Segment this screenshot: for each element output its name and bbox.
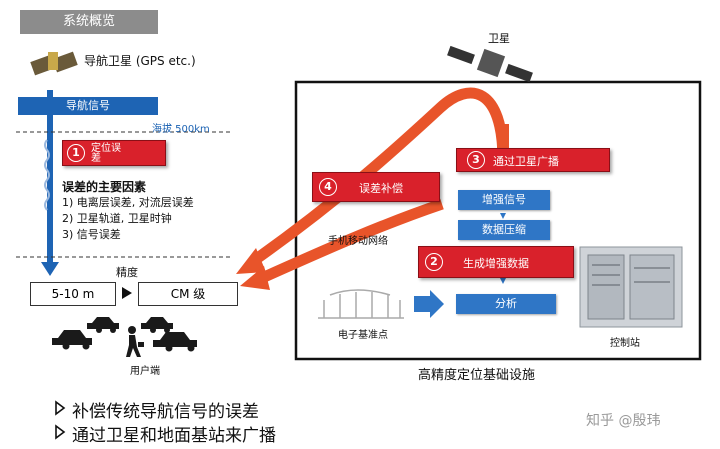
accuracy-arrow-icon: [122, 287, 132, 299]
nav-signal-arrow: [41, 90, 59, 276]
accuracy-to-box: CM 级: [138, 282, 238, 306]
car-icon: [52, 330, 92, 350]
broadcast-satellite-icon: [447, 45, 533, 83]
broadcast-curve-arrow: [248, 87, 509, 267]
control-station-label: 控制站: [610, 338, 640, 349]
bullet-item: 补偿传统导航信号的误差: [72, 402, 259, 422]
accuracy-label: 精度: [116, 266, 138, 279]
data-compression-box: 数据压缩: [458, 220, 550, 240]
step1-box: 1 定位误差: [62, 140, 166, 166]
step4-box: 4 误差补偿: [312, 172, 440, 202]
broadcast-arrowhead-icon: [236, 248, 266, 274]
factors-title: 误差的主要因素: [62, 180, 147, 194]
altitude-label: 海拔 500km: [152, 124, 210, 135]
infrastructure-frame: [294, 80, 702, 361]
car-icon: [153, 332, 197, 352]
accuracy-from-box: 5-10 m: [30, 282, 116, 306]
step3-box: 3 通过卫星广播: [456, 148, 610, 172]
car-icon: [141, 317, 173, 333]
step-label: 误差补偿: [359, 182, 403, 195]
error-wave: [44, 139, 50, 211]
compensation-arrowhead-icon: [240, 266, 270, 290]
step-number: 2: [425, 253, 443, 271]
base-station-icon: [318, 289, 404, 319]
gps-satellite-icon: [30, 51, 78, 76]
compensation-arrow: [259, 198, 444, 284]
mobile-network-label: 手机移动网络: [328, 236, 388, 247]
arrow-down-icon: [500, 278, 506, 284]
factor-item: 3) 信号误差: [62, 228, 121, 241]
pedestrian-icon: [126, 326, 144, 357]
user-terminal-label: 用户端: [130, 366, 160, 377]
nav-signal-bar: 导航信号: [18, 97, 158, 115]
bullet-arrow-icon: [55, 400, 66, 416]
car-icon: [87, 317, 119, 333]
analysis-box: 分析: [456, 294, 556, 314]
bullet-item: 通过卫星和地面基站来广播: [72, 426, 276, 446]
factor-item: 2) 卫星轨道, 卫星时钟: [62, 212, 172, 225]
arrow-right-icon: [414, 290, 444, 318]
step-label: 生成增强数据: [463, 257, 529, 270]
factor-item: 1) 电离层误差, 对流层误差: [62, 196, 194, 209]
gps-satellite-label: 导航卫星 (GPS etc.): [84, 54, 196, 68]
server-rack-icon: [579, 246, 683, 328]
step2-box: 2 生成增强数据: [418, 246, 574, 278]
bullet-arrow-icon: [55, 424, 66, 440]
arrow-down-icon: [500, 213, 506, 219]
satellite-label: 卫星: [488, 32, 510, 45]
step-label: 通过卫星广播: [493, 155, 559, 168]
section-title: 系统概览: [20, 10, 158, 34]
step-number: 4: [319, 178, 337, 196]
enhanced-signal-box: 增强信号: [458, 190, 550, 210]
step-number: 1: [67, 144, 85, 162]
watermark: 知乎 @殷玮: [586, 413, 661, 429]
infrastructure-caption: 高精度定位基础设施: [418, 368, 536, 383]
base-station-label: 电子基准点: [338, 330, 388, 341]
step-number: 3: [467, 151, 485, 169]
step-label: 定位误差: [91, 143, 121, 164]
